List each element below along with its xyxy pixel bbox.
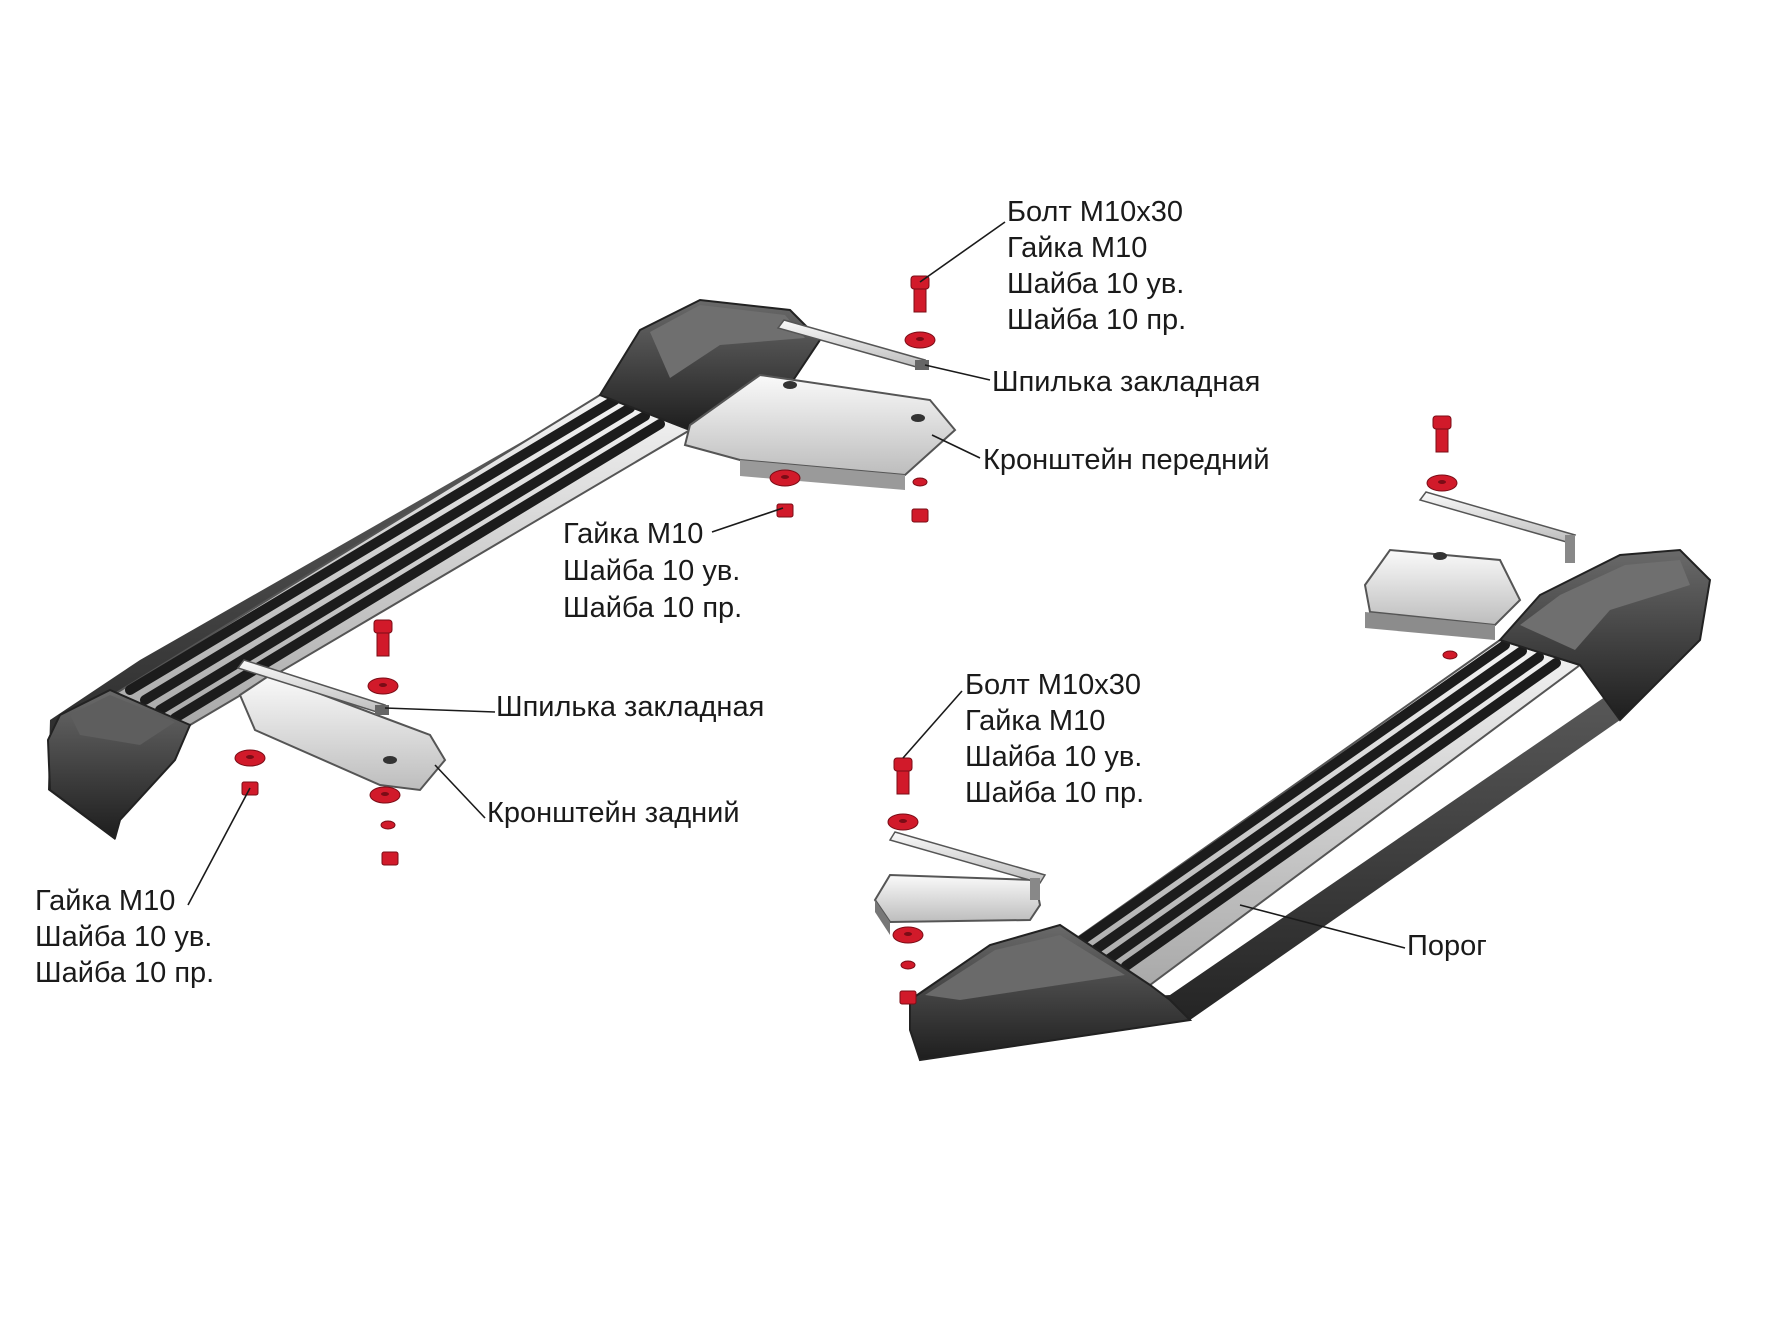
label-bracket-front: Кронштейн передний [983, 444, 1270, 476]
washer-hole [781, 475, 789, 479]
left-running-board [46, 298, 822, 840]
bracket-front-left [683, 373, 957, 490]
right-board-rear-cap-top [925, 935, 1125, 1000]
washer-hole [916, 337, 924, 341]
label-bottom-fasteners: Гайка М10 Шайба 10 ув. Шайба 10 пр. [35, 885, 220, 989]
leader-stud-front [924, 364, 991, 381]
washer-small [912, 477, 928, 487]
stud-front-left [776, 319, 929, 370]
washer-hole [381, 792, 389, 796]
nut [776, 503, 794, 518]
right-board-front-cap-top [1520, 560, 1690, 650]
bolt-shank [913, 285, 927, 313]
leader-lines [187, 221, 1406, 949]
stud-front-right [1418, 491, 1577, 563]
label-stud-front: Шпилька закладная [992, 366, 1260, 398]
label-mid-fasteners: Гайка М10 Шайба 10 ув. Шайба 10 пр. [563, 518, 748, 624]
bolt-shank [376, 629, 390, 657]
leader-mid-fasteners [711, 507, 784, 533]
leader-step [1239, 904, 1406, 949]
leader-bottom-fasteners [187, 787, 251, 906]
label-bracket-rear: Кронштейн задний [487, 797, 740, 829]
right-board-rear-cap [909, 923, 1193, 1062]
leader-bracket-rear [434, 764, 486, 819]
right-running-board [909, 548, 1712, 1062]
right-board-rubber-strips [1070, 640, 1561, 971]
nut [911, 508, 929, 523]
washer-hole [246, 755, 254, 759]
bolt-shank [896, 767, 910, 795]
washer-hole [1438, 480, 1446, 484]
bolt-head [1432, 415, 1452, 430]
stud-rear-right [888, 831, 1047, 900]
washer-hole [899, 819, 907, 823]
washer-small [900, 960, 916, 970]
washer-hole [904, 932, 912, 936]
label-top-fasteners: Болт М10х30 Гайка М10 Шайба 10 ув. Шайба… [1007, 196, 1192, 336]
label-stud-rear: Шпилька закладная [496, 691, 764, 723]
fasteners [234, 275, 1458, 1005]
nut [899, 990, 917, 1005]
leader-right-fasteners [902, 690, 963, 759]
left-board-front-cap-top [650, 305, 805, 378]
bolt-shank [1435, 425, 1449, 453]
stud-rear-left [236, 659, 389, 715]
washer-small [1442, 650, 1458, 660]
nut [381, 851, 399, 866]
leader-top-fasteners [919, 221, 1006, 283]
washer-hole [379, 683, 387, 687]
washer-small [380, 820, 396, 830]
left-board-rear-cap-top [70, 695, 175, 745]
bracket-front-right [1363, 548, 1522, 640]
label-step: Порог [1407, 930, 1487, 962]
bolt-head [893, 757, 913, 772]
bracket-rear-right [873, 873, 1042, 935]
leader-bracket-front [931, 434, 981, 459]
leader-stud-rear [384, 707, 496, 713]
label-right-fasteners: Болт М10х30 Гайка М10 Шайба 10 ув. Шайба… [965, 669, 1150, 809]
bolt-head [373, 619, 393, 634]
labels: Болт М10х30 Гайка М10 Шайба 10 ув. Шайба… [35, 196, 1487, 989]
